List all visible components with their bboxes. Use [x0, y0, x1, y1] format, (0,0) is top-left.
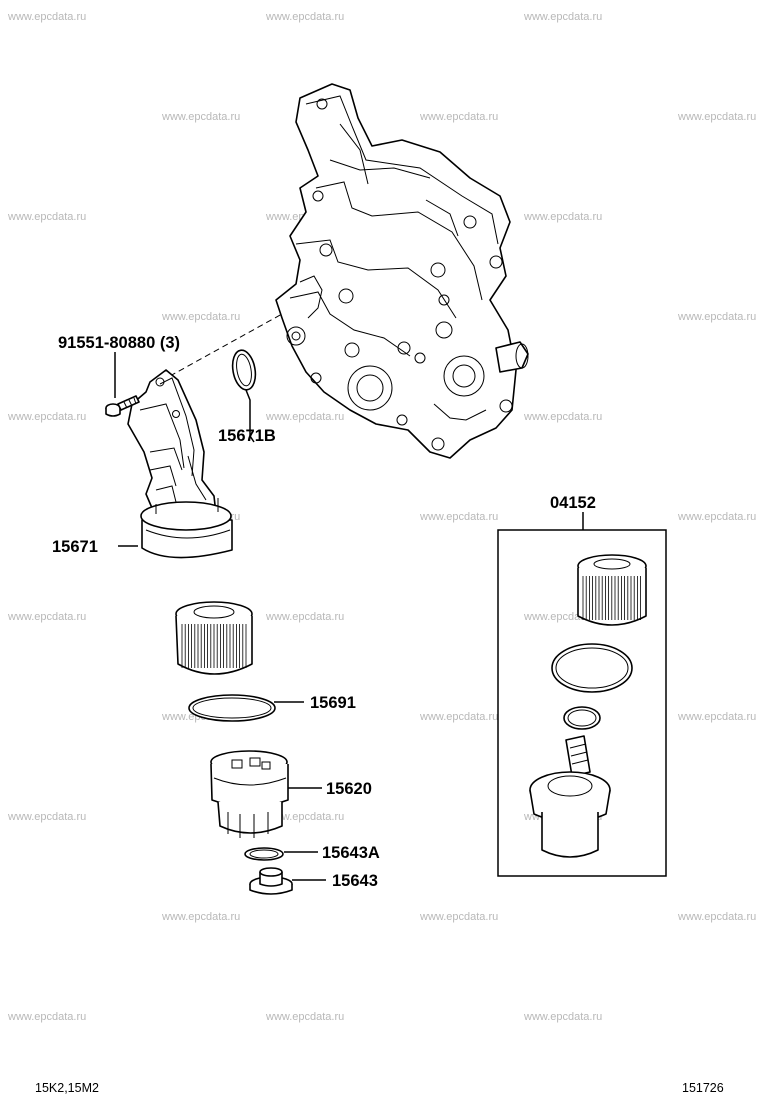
- label-plug-gasket: 15643A: [322, 844, 380, 862]
- kit-04152-box: [497, 529, 667, 877]
- watermark-text: www.epcdata.ru: [7, 211, 86, 223]
- watermark-text: www.epcdata.ru: [677, 311, 756, 323]
- kit-o-ring-large-illustration: [551, 643, 633, 693]
- label-kit: 04152: [550, 494, 596, 512]
- housing-gasket-illustration: [231, 349, 257, 391]
- watermark-text: www.epcdata.ru: [677, 911, 756, 923]
- engine-cover-illustration: [275, 83, 529, 459]
- oil-filter-housing-illustration: [127, 369, 233, 559]
- alignment-dashed-line: [169, 313, 283, 377]
- label-housing-gasket: 15671B: [218, 427, 276, 445]
- illustration-number: 151726: [682, 1081, 724, 1095]
- watermark-text: www.epcdata.ru: [7, 1011, 86, 1023]
- watermark-text: www.epcdata.ru: [7, 411, 86, 423]
- watermark-text: www.epcdata.ru: [265, 411, 344, 423]
- label-cap: 15620: [326, 780, 372, 798]
- filter-cap-illustration: [210, 750, 289, 838]
- label-housing: 15671: [52, 538, 98, 556]
- engine-codes: 15K2,15M2: [35, 1081, 99, 1095]
- watermark-text: www.epcdata.ru: [523, 211, 602, 223]
- watermark-text: www.epcdata.ru: [7, 11, 86, 23]
- watermark-text: www.epcdata.ru: [161, 111, 240, 123]
- watermark-text: www.epcdata.ru: [265, 611, 344, 623]
- watermark-text: www.epcdata.ru: [265, 811, 344, 823]
- watermark-text: www.epcdata.ru: [419, 711, 498, 723]
- watermark-text: www.epcdata.ru: [677, 711, 756, 723]
- kit-o-ring-small-illustration: [563, 706, 601, 730]
- element-o-ring-illustration: [188, 694, 276, 722]
- leader-lines: [114, 352, 584, 881]
- filter-element-illustration: [175, 601, 253, 675]
- watermark-text: www.epcdata.ru: [265, 1011, 344, 1023]
- watermark-text: www.epcdata.ru: [419, 511, 498, 523]
- plug-gasket-illustration: [244, 847, 284, 861]
- watermark-text: www.epcdata.ru: [523, 1011, 602, 1023]
- watermark-text: www.epcdata.ru: [523, 11, 602, 23]
- watermark-text: www.epcdata.ru: [7, 811, 86, 823]
- label-element-o-ring: 15691: [310, 694, 356, 712]
- watermark-text: www.epcdata.ru: [677, 511, 756, 523]
- watermark-text: www.epcdata.ru: [7, 611, 86, 623]
- watermark-text: www.epcdata.ru: [419, 911, 498, 923]
- watermark-text: www.epcdata.ru: [523, 411, 602, 423]
- watermark-text: www.epcdata.ru: [161, 911, 240, 923]
- label-plug: 15643: [332, 872, 378, 890]
- watermark-text: www.epcdata.ru: [419, 111, 498, 123]
- drain-plug-illustration: [249, 867, 293, 895]
- bolt-illustration: [105, 395, 140, 417]
- kit-cap-illustration: [529, 735, 611, 858]
- watermark-text: www.epcdata.ru: [265, 11, 344, 23]
- watermark-text: www.epcdata.ru: [677, 111, 756, 123]
- kit-filter-element-illustration: [577, 554, 647, 626]
- watermark-text: www.epcdata.ru: [161, 311, 240, 323]
- label-bolt: 91551-80880 (3): [58, 334, 180, 352]
